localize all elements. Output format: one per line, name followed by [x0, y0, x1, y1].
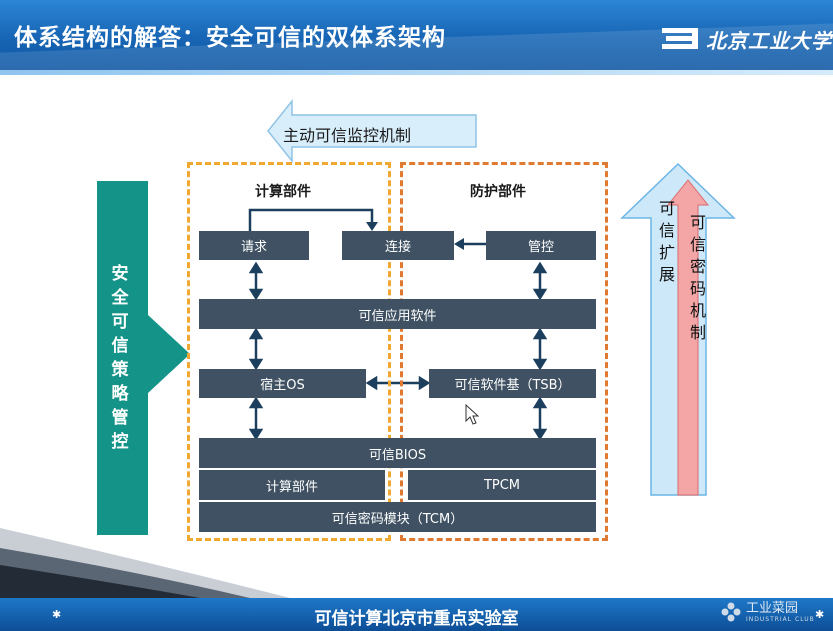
trusted-app-software-box: 可信应用软件: [199, 299, 596, 329]
request-to-connect-arrow: [248, 208, 374, 231]
policy-control-label: 安全可信策略管控: [111, 264, 129, 452]
active-monitor-arrow: [267, 98, 477, 164]
computing-region: [187, 162, 391, 541]
university-logo: 北京工业大学: [660, 24, 832, 54]
vertical-double-arrows: [248, 261, 548, 441]
control-box: 管控: [486, 231, 596, 260]
university-logo-icon: [662, 28, 698, 49]
trusted-extension-label: 可信扩展: [658, 199, 675, 284]
logo-text: 北京工业大学: [706, 28, 832, 53]
trusted-crypto-label: 可信密码机制: [689, 213, 706, 342]
request-box: 请求: [199, 231, 309, 260]
header-divider: [0, 70, 833, 75]
computing-part-box: 计算部件: [199, 470, 385, 500]
watermark-sub: INDUSTRIAL CLUB: [746, 615, 815, 623]
watermark: 工业菜园 INDUSTRIAL CLUB: [720, 601, 815, 623]
policy-control-arrow: [97, 181, 190, 535]
mouse-cursor-icon: [465, 403, 480, 425]
connect-box: 连接: [342, 231, 454, 260]
protection-region: [400, 162, 608, 541]
slide-header: 体系结构的解答：安全可信的双体系架构 北京工业大学: [0, 0, 833, 70]
footer-star-left: ✱: [52, 608, 62, 621]
slide-title: 体系结构的解答：安全可信的双体系架构: [14, 25, 446, 51]
active-monitor-label: 主动可信监控机制: [283, 126, 412, 145]
host-os-box: 宿主OS: [199, 369, 366, 398]
protection-region-label: 防护部件: [470, 184, 526, 200]
trusted-bios-box: 可信BIOS: [199, 438, 596, 468]
slide-footer: ✱ 可信计算北京市重点实验室 ✱: [0, 598, 833, 631]
computing-region-label: 计算部件: [255, 184, 311, 200]
tpcm-box: TPCM: [408, 470, 596, 500]
watermark-name: 工业菜园: [746, 600, 799, 616]
footer-text: 可信计算北京市重点实验室: [314, 609, 519, 629]
footer-star-right: ✱: [815, 608, 825, 621]
tsb-box: 可信软件基（TSB）: [429, 369, 596, 398]
tcm-box: 可信密码模块（TCM）: [199, 502, 596, 532]
trusted-crypto-arrow: [666, 179, 710, 496]
hostos-tsb-double-arrow: [365, 375, 431, 391]
watermark-icon: [721, 602, 741, 622]
